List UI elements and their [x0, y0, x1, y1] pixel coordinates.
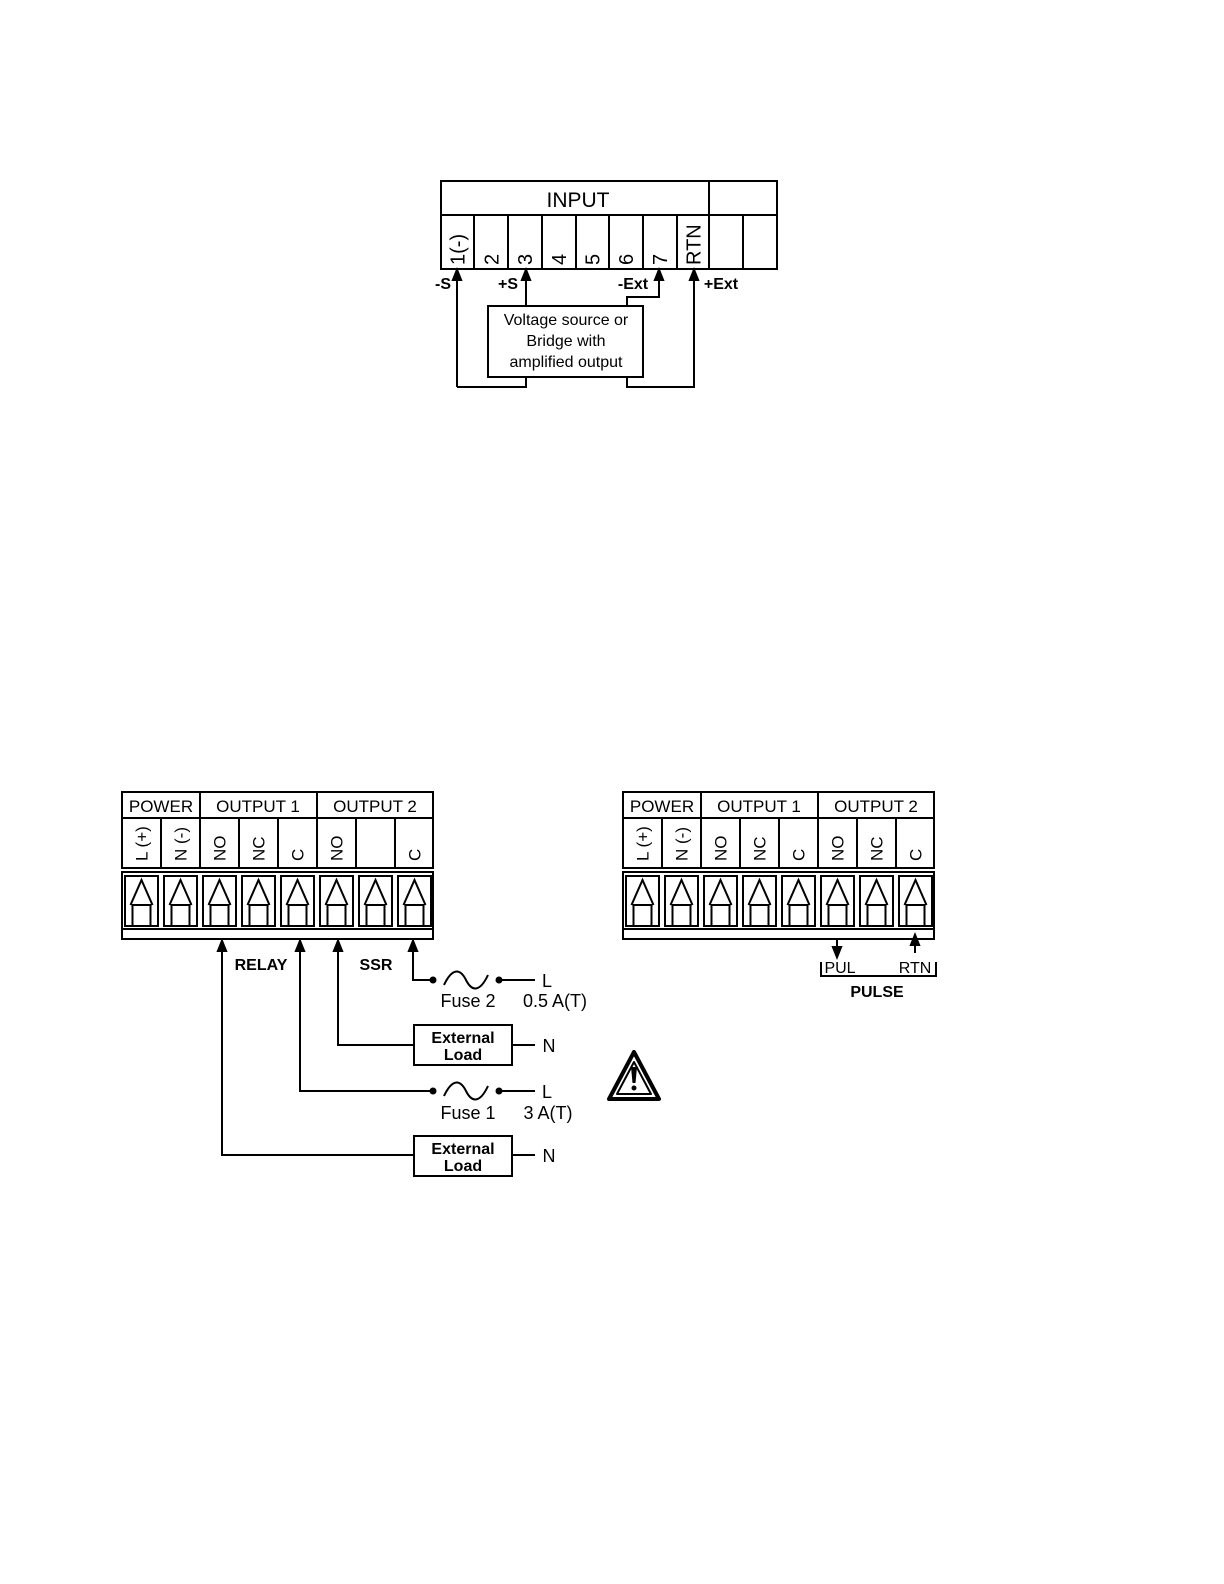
fuse-2: L Fuse 2 0.5 A(T): [430, 971, 588, 1011]
right-screw-terminal: [860, 876, 893, 926]
minus-ext-label: -Ext: [618, 276, 649, 293]
right-power-header: POWER: [630, 797, 694, 816]
load-bottom-line-2: Load: [444, 1158, 482, 1175]
input-terminal-label: 6: [616, 254, 638, 265]
left-screw-terminal: [203, 876, 236, 926]
source-line-2: Bridge with: [526, 333, 605, 350]
input-terminal-label: 3: [515, 254, 537, 265]
left-terminal-label: NC: [250, 836, 269, 861]
plus-s-label: +S: [498, 276, 518, 293]
right-terminal-label: NO: [829, 836, 848, 862]
input-terminal-label: 4: [549, 254, 571, 265]
right-terminal-label: C: [790, 849, 809, 861]
fuse2-line-l: L: [542, 971, 552, 991]
pul-label: PUL: [824, 960, 855, 977]
pulse-label: PULSE: [850, 984, 904, 1001]
minus-s-label: -S: [435, 276, 451, 293]
left-terminal-label: L (+): [133, 826, 152, 861]
left-output2-header: OUTPUT 2: [333, 797, 417, 816]
input-terminal-label: 5: [583, 254, 605, 265]
left-screw-terminal: [242, 876, 275, 926]
right-screw-terminal: [782, 876, 815, 926]
left-wires: [222, 945, 433, 1155]
source-line-3: amplified output: [510, 354, 624, 371]
left-screw-terminal: [281, 876, 314, 926]
left-terminal-label: NO: [328, 836, 347, 862]
pulse-terminal-block: POWER OUTPUT 1 OUTPUT 2 L (+) N (-) NO NC C N…: [623, 792, 936, 1001]
load-top-line-2: Load: [444, 1047, 482, 1064]
right-terminal-label: C: [907, 849, 926, 861]
right-terminal-label: NC: [751, 836, 770, 861]
right-terminal-label: NO: [712, 836, 731, 862]
input-header: INPUT: [547, 189, 610, 212]
ssr-label: SSR: [360, 957, 393, 974]
rtn-label: RTN: [899, 960, 932, 977]
load-top-line-1: External: [431, 1030, 494, 1047]
input-terminal-label: RTN: [684, 224, 706, 265]
input-terminal-label: 2: [481, 254, 503, 265]
fuse1-rating: 3 A(T): [523, 1103, 572, 1123]
left-power-header: POWER: [129, 797, 193, 816]
fuse2-rating: 0.5 A(T): [523, 991, 587, 1011]
left-screw-terminal: [125, 876, 158, 926]
left-screw-terminal: [164, 876, 197, 926]
relay-label: RELAY: [235, 957, 288, 974]
load-bottom-line-1: External: [431, 1141, 494, 1158]
plus-ext-label: +Ext: [704, 276, 739, 293]
right-output1-header: OUTPUT 1: [717, 797, 801, 816]
load-bottom-neutral: N: [543, 1146, 556, 1166]
left-terminal-label: NO: [211, 836, 230, 862]
fuse-1: L Fuse 1 3 A(T): [430, 1082, 573, 1123]
fuse1-name: Fuse 1: [440, 1103, 495, 1123]
left-output1-header: OUTPUT 1: [216, 797, 300, 816]
input-terminal-label: 7: [650, 254, 672, 265]
right-screw-terminal: [626, 876, 659, 926]
right-output2-header: OUTPUT 2: [834, 797, 918, 816]
right-screw-terminal: [743, 876, 776, 926]
right-screw-terminal: [821, 876, 854, 926]
right-screw-terminal: [665, 876, 698, 926]
source-line-1: Voltage source or: [504, 312, 629, 329]
left-terminal-label: N (-): [172, 827, 191, 861]
right-terminal-label: N (-): [673, 827, 692, 861]
warning-triangle-icon: [609, 1052, 659, 1099]
load-top-neutral: N: [543, 1036, 556, 1056]
fuse1-line-l: L: [542, 1082, 552, 1102]
left-terminal-label: C: [289, 849, 308, 861]
external-load-top: External Load N: [414, 1025, 556, 1065]
left-screw-terminal: [398, 876, 431, 926]
left-terminal-label: C: [406, 849, 425, 861]
left-screw-terminal: [359, 876, 392, 926]
left-screw-terminal: [320, 876, 353, 926]
external-load-bottom: External Load N: [414, 1136, 556, 1176]
right-screw-terminal: [704, 876, 737, 926]
right-terminal-label: NC: [868, 836, 887, 861]
fuse2-name: Fuse 2: [440, 991, 495, 1011]
input-terminal-label: 1(-): [448, 234, 470, 265]
right-screw-terminal: [899, 876, 932, 926]
right-terminal-label: L (+): [634, 826, 653, 861]
